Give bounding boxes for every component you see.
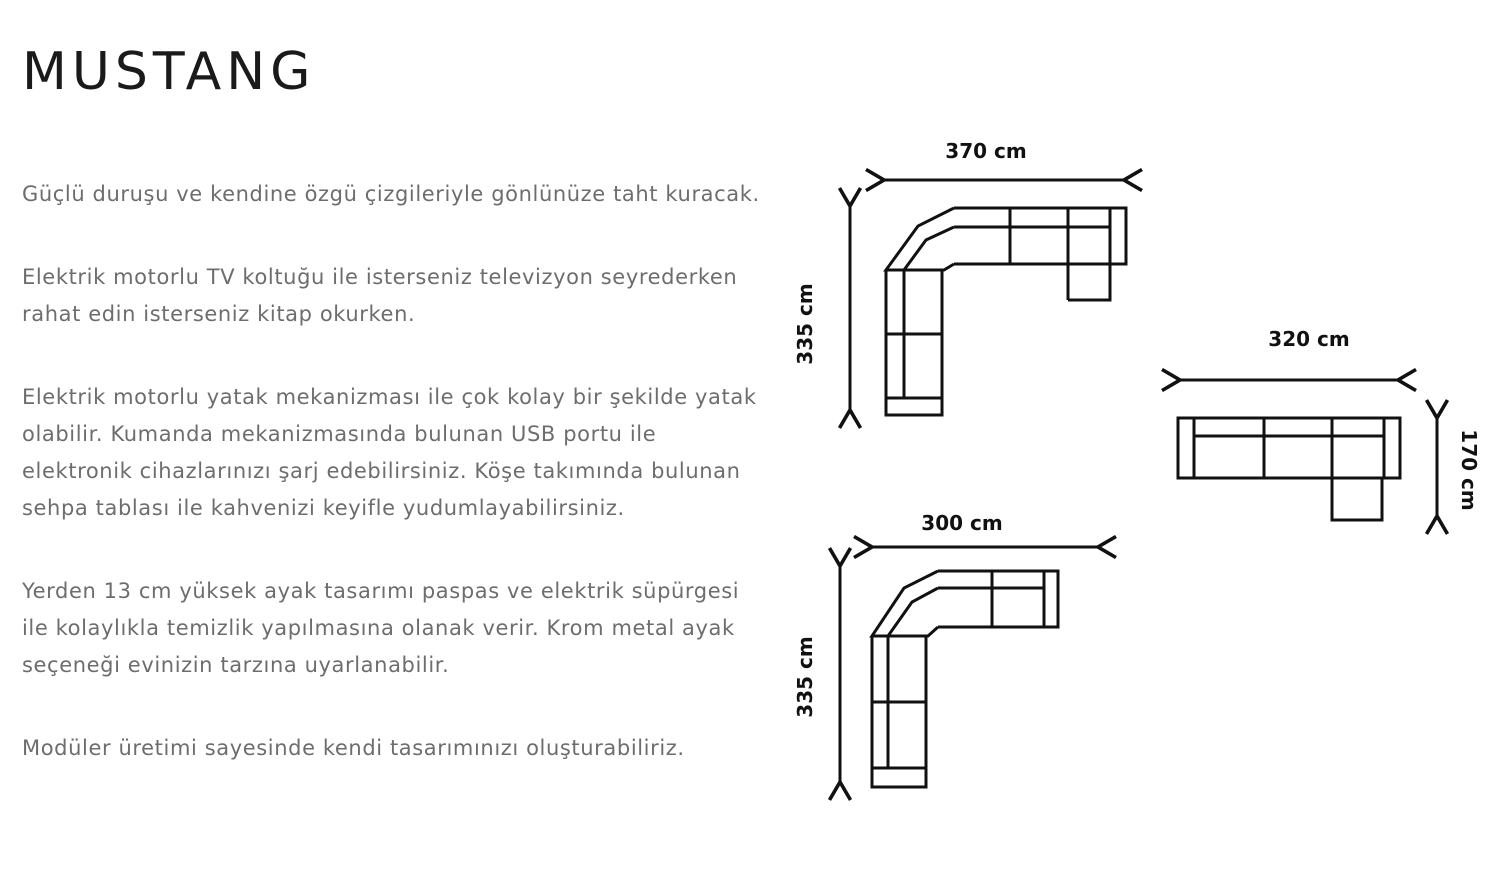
description-paragraph-4: Yerden 13 cm yüksek ayak tasarımı paspas… [22, 579, 740, 677]
sofa-back-section [954, 206, 1128, 266]
depth-label-small: 335 cm [793, 636, 817, 717]
description-paragraph-1: Güçlü duruşu ve kendine özgü çizgileriyl… [22, 182, 760, 206]
depth-label-chaise: 170 cm [1457, 429, 1481, 510]
width-label-chaise: 320 cm [1268, 327, 1349, 351]
sofa-back-section [938, 569, 1060, 629]
sofa-left-section [870, 636, 928, 789]
sofa-left-section [884, 270, 944, 417]
sofa-body [1176, 416, 1402, 480]
product-title: MUSTANG [22, 42, 316, 102]
description-paragraph-2: Elektrik motorlu TV koltuğu ile istersen… [22, 265, 738, 326]
sofa-corner-section [883, 206, 955, 272]
sofa-chaise-section [1068, 262, 1112, 302]
corner-sofa-large-diagram [850, 180, 1126, 415]
product-description: Güçlü duruşu ve kendine özgü çizgileriyl… [22, 176, 762, 767]
sofa-corner-section [869, 569, 940, 638]
depth-label-large: 335 cm [793, 283, 817, 364]
description-paragraph-3: Elektrik motorlu yatak mekanizması ile ç… [22, 385, 757, 520]
width-label-large: 370 cm [945, 139, 1026, 163]
description-paragraph-5: Modüler üretimi sayesinde kendi tasarımı… [22, 736, 685, 760]
sofa-chaise-section [1330, 478, 1384, 522]
width-label-small: 300 cm [921, 511, 1002, 535]
corner-sofa-small-diagram [840, 547, 1098, 787]
chaise-sofa-diagram [1178, 380, 1437, 520]
